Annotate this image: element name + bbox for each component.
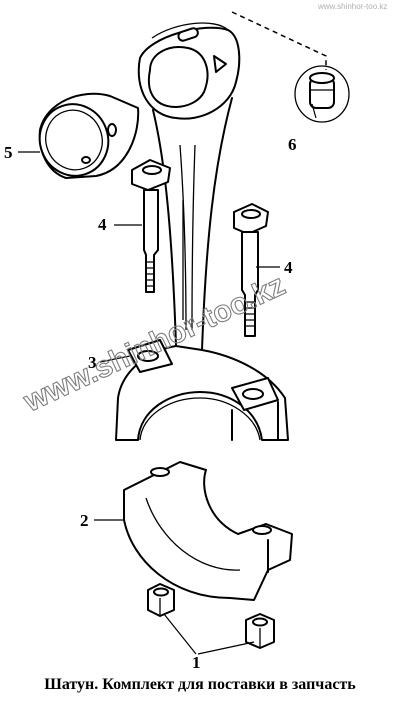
callout-5: 5 (4, 143, 13, 162)
rod-bolt-left (131, 159, 171, 293)
corner-url: www.shinhor-too.kz (317, 2, 387, 11)
callout-6: 6 (288, 135, 297, 154)
small-end-bushing (38, 92, 140, 179)
callout-3: 3 (88, 353, 97, 372)
diagram-caption: Шатун. Комплект для поставки в запчасть (44, 676, 356, 693)
callout-1: 1 (192, 653, 201, 672)
nut-left (147, 583, 175, 617)
callout-4-left: 4 (98, 215, 107, 234)
bearing-cap (123, 461, 293, 601)
callout-4-right: 4 (284, 258, 293, 277)
rod-bolt-right (233, 203, 269, 337)
callout-2: 2 (80, 511, 89, 530)
connecting-rod (115, 22, 289, 441)
leader-lines (18, 103, 317, 655)
nut-right (245, 613, 275, 649)
sleeve-part (231, 11, 350, 123)
